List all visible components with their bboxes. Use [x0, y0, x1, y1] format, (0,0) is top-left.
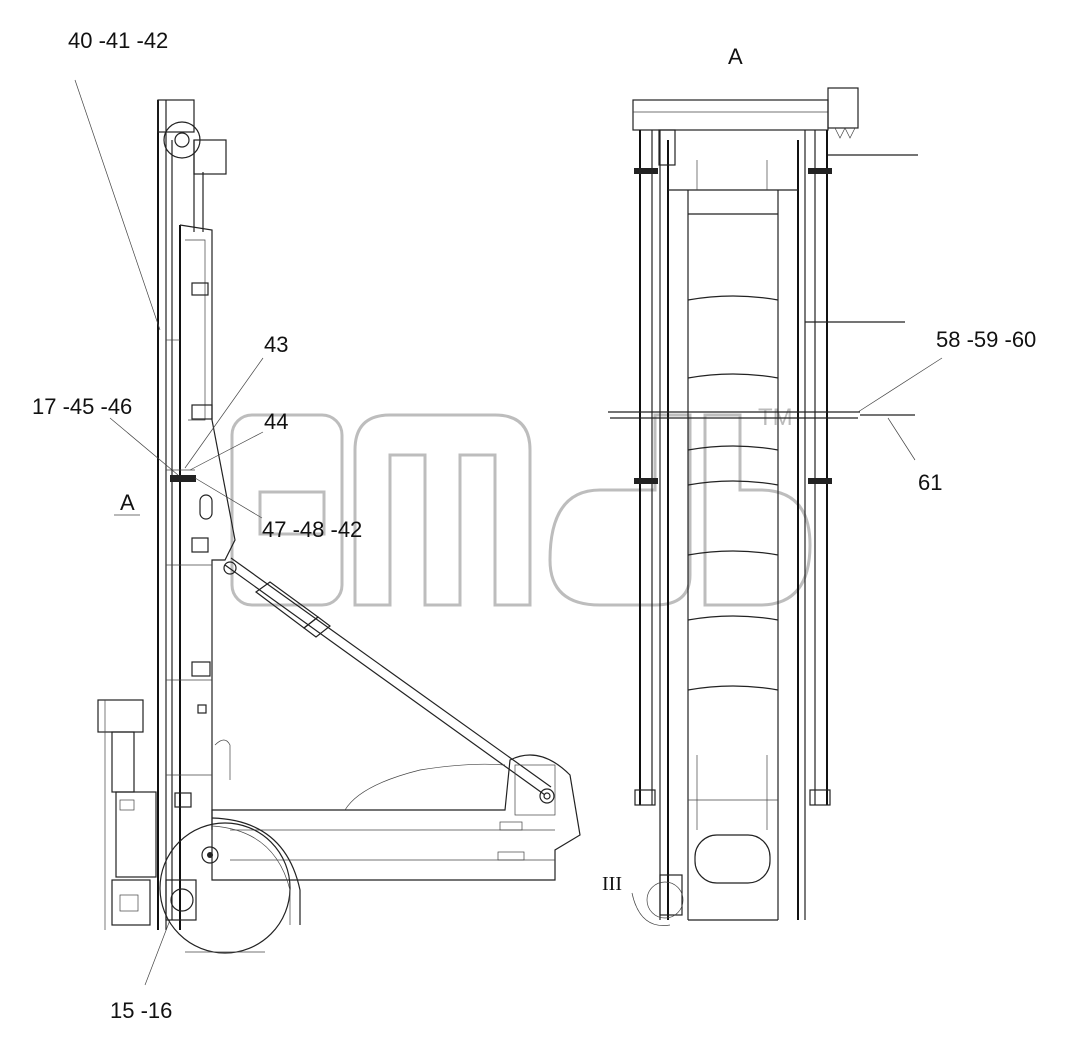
mast-side-view [97, 99, 581, 954]
watermark-logo: TM [230, 404, 812, 607]
callout-61: 61 [918, 470, 942, 495]
mast-front-view [608, 87, 918, 921]
callout-47-48-42: 47 -48 -42 [262, 517, 362, 542]
detail-callout-iii: III [602, 873, 622, 895]
callout-58-59-60: 58 -59 -60 [936, 327, 1036, 352]
callout-44: 44 [264, 409, 288, 434]
section-arrow-a: A [120, 490, 135, 515]
callout-17-45-46: 17 -45 -46 [32, 394, 132, 419]
callout-43: 43 [264, 332, 288, 357]
callout-15-16: 15 -16 [110, 998, 172, 1023]
callouts [74, 79, 943, 986]
callout-40-41-42: 40 -41 -42 [68, 28, 168, 53]
view-title-a: A [728, 44, 743, 69]
